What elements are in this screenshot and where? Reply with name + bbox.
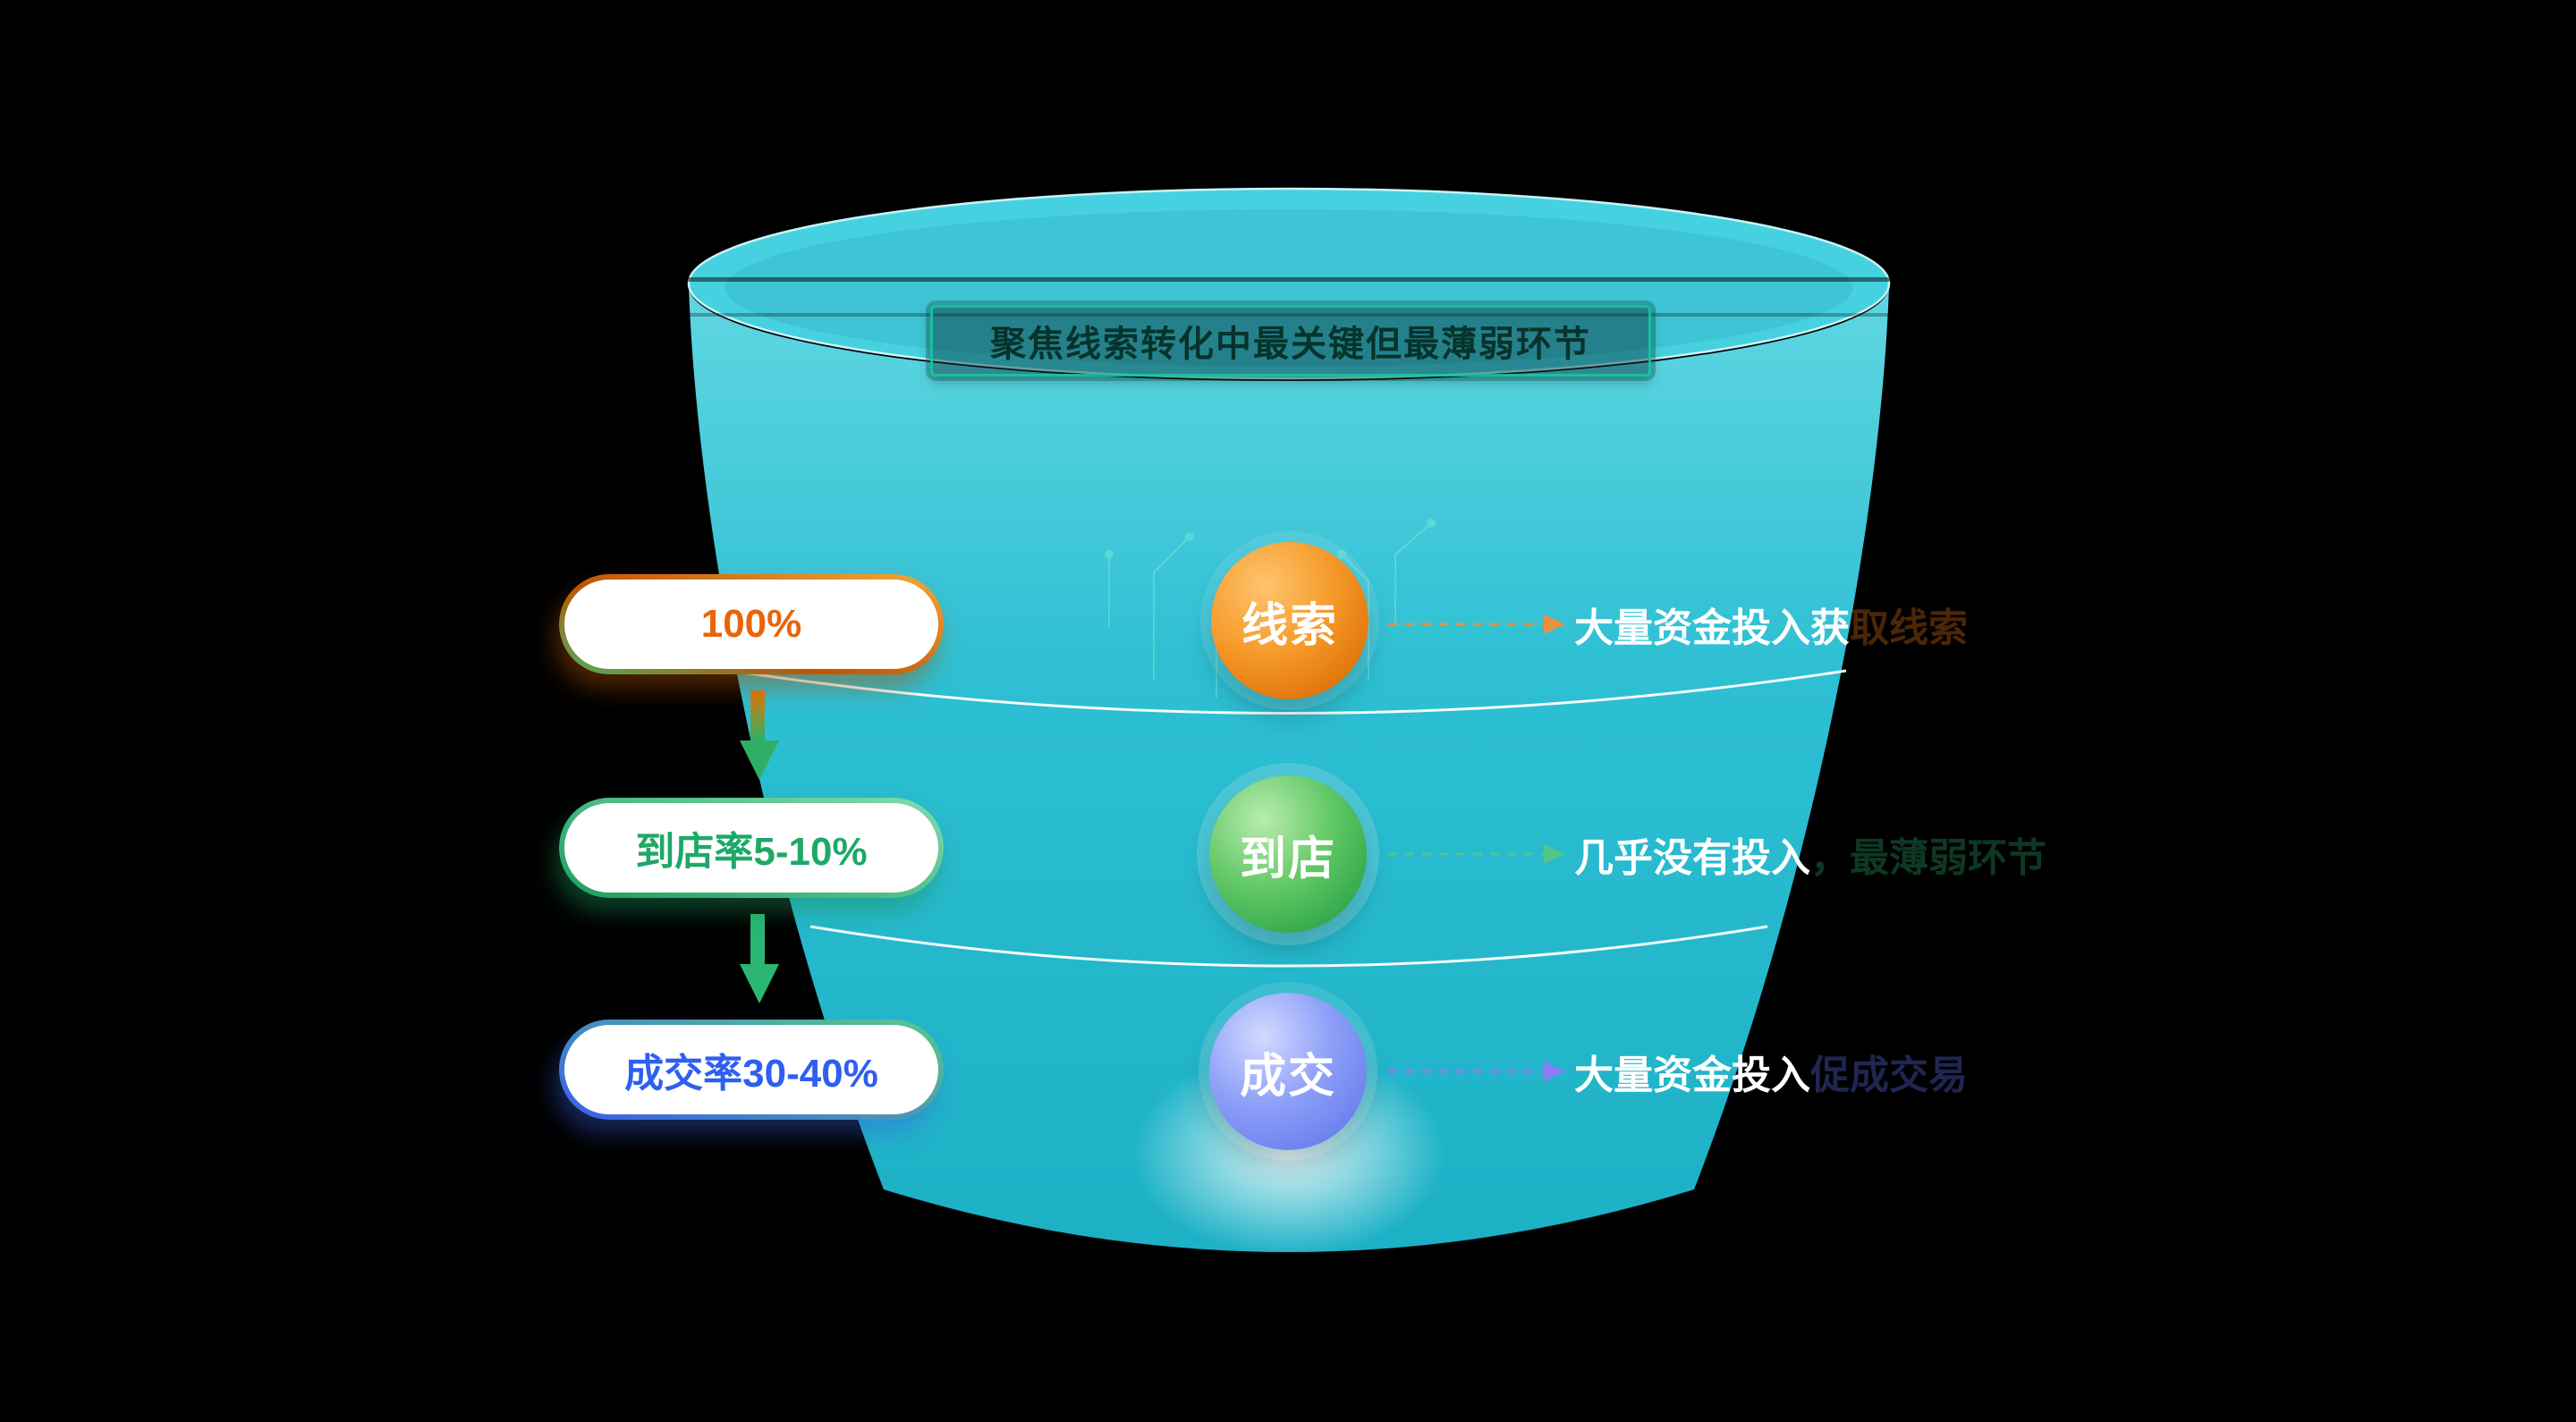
pill-deal-rate-label: 成交率30-40% xyxy=(564,1025,938,1114)
pill-store-visit-rate-label: 到店率5-10% xyxy=(564,803,938,893)
background-streak xyxy=(477,277,2054,282)
note-leads: 大量资金投入获取线索 xyxy=(1574,596,1968,653)
note-leads-dim-text: 取线索 xyxy=(1850,606,1968,650)
note-store-visit-text: 几乎没有投入 xyxy=(1574,836,1810,880)
note-deal-text: 大量资金投入 xyxy=(1574,1054,1810,1097)
pill-leads-rate: 100% xyxy=(559,574,944,674)
connector-leads xyxy=(1388,614,1565,634)
circle-leads-label: 线索 xyxy=(1241,599,1338,652)
funnel-bottom-glow xyxy=(1132,1051,1445,1257)
note-deal-dim-text: 促成交易 xyxy=(1810,1054,1968,1097)
circle-deal-label: 成交 xyxy=(1239,1050,1336,1103)
funnel-rim xyxy=(687,187,1891,380)
background-streak xyxy=(572,313,2004,317)
pill-store-visit-rate: 到店率5-10% xyxy=(559,798,944,898)
funnel-title: 聚焦线索转化中最关键但最薄弱环节 xyxy=(930,305,1651,377)
separator-arc-1 xyxy=(731,669,1847,715)
pill-deal-rate: 成交率30-40% xyxy=(559,1020,944,1120)
pill-leads-rate-label: 100% xyxy=(564,580,938,669)
circle-store-visit: 到店 xyxy=(1209,775,1367,933)
circle-leads: 线索 xyxy=(1211,542,1368,699)
funnel-body xyxy=(689,286,1889,1252)
connector-deal xyxy=(1388,1062,1565,1081)
note-deal: 大量资金投入促成交易 xyxy=(1574,1043,1968,1100)
flow-arrow-2 xyxy=(740,914,779,1003)
funnel-rim-inner-shade xyxy=(725,209,1852,367)
note-store-visit-dim-text: ，最薄弱环节 xyxy=(1810,836,2046,880)
circle-store-visit-label: 到店 xyxy=(1239,833,1336,885)
circle-deal: 成交 xyxy=(1209,993,1367,1150)
connector-store-visit xyxy=(1388,844,1565,864)
flow-arrow-1 xyxy=(740,690,779,780)
note-store-visit: 几乎没有投入，最薄弱环节 xyxy=(1574,825,2046,883)
note-leads-text: 大量资金投入获 xyxy=(1574,606,1850,650)
separator-arc-2 xyxy=(809,925,1768,968)
